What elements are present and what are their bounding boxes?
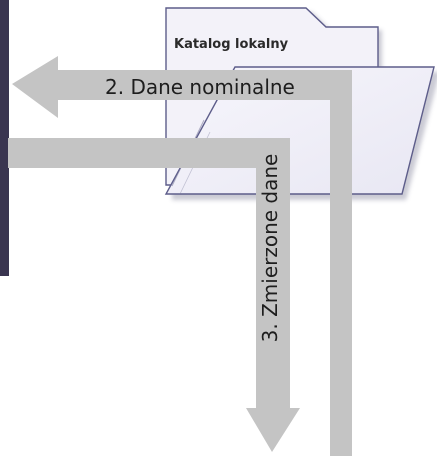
arrow-measured-label: 3. Zmierzone dane — [258, 153, 282, 343]
folder-label: Katalog lokalny — [174, 37, 289, 52]
arrow-nominal — [12, 56, 352, 456]
left-side-bar — [0, 0, 9, 276]
arrow-nominal-label: 2. Dane nominalne — [105, 75, 295, 99]
arrow-measured — [8, 138, 300, 452]
